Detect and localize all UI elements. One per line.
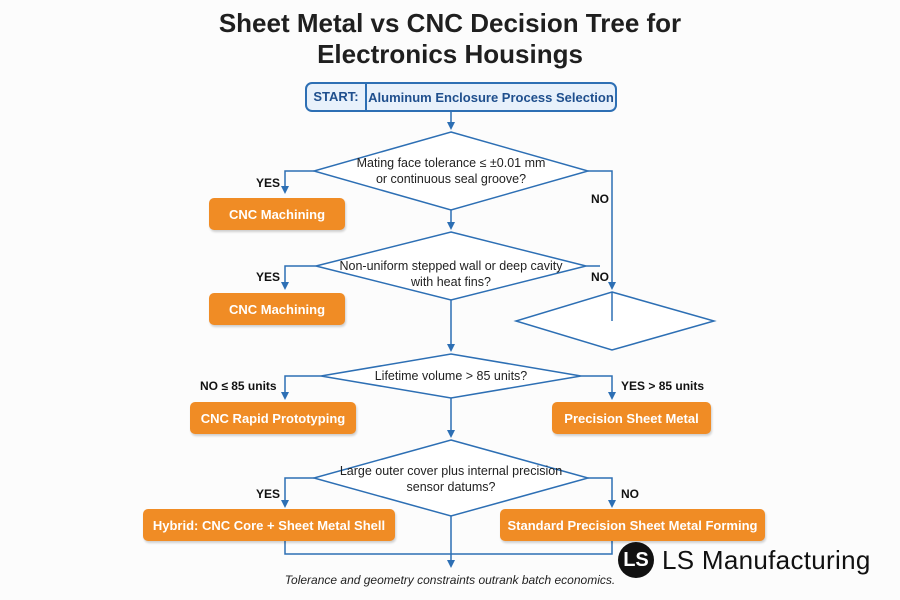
question-q3: Lifetime volume > 85 units? <box>331 368 571 384</box>
blank-decision-diamond <box>513 291 717 351</box>
branch-q3-no: NO ≤ 85 units <box>200 379 277 393</box>
question-q4-line1: Large outer cover plus internal precisio… <box>339 464 563 478</box>
branch-q4-yes: YES <box>256 487 281 501</box>
question-q1-line1: Mating face tolerance ≤ ±0.01 mm <box>356 156 546 170</box>
outcome-hybrid: Hybrid: CNC Core + Sheet Metal Shell <box>143 509 395 541</box>
branch-q1-no: NO <box>591 192 609 206</box>
outcome-precision-sheet-metal: Precision Sheet Metal <box>552 402 711 434</box>
outcome-cnc-machining-2: CNC Machining <box>209 293 345 325</box>
question-q4: Large outer cover plus internal precisio… <box>331 463 571 495</box>
connector-q4-no <box>588 477 616 508</box>
question-q2: Non-uniform stepped wall or deep cavity … <box>331 258 571 290</box>
connector-q3-no <box>281 375 321 400</box>
branch-q3-yes: YES > 85 units <box>621 379 705 393</box>
question-q1-line2: or continuous seal groove? <box>375 172 527 186</box>
outcome-cnc-rapid-prototyping: CNC Rapid Prototyping <box>190 402 356 434</box>
logo-text: LS Manufacturing <box>662 544 871 575</box>
connector-merge-left <box>284 541 451 555</box>
company-logo: LS LS Manufacturing <box>618 542 871 578</box>
outcome-standard-sheet-metal-forming: Standard Precision Sheet Metal Forming <box>500 509 765 541</box>
connector-merge-right <box>451 541 613 555</box>
branch-q2-yes: YES <box>256 270 281 284</box>
logo-icon: LS <box>618 542 654 578</box>
branch-q1-yes: YES <box>256 176 281 190</box>
question-q4-line2: sensor datums? <box>406 480 496 494</box>
connector-q1-yes <box>281 170 314 194</box>
start-label: START: <box>307 84 367 110</box>
connector-q2-yes <box>281 265 316 290</box>
footer-note: Tolerance and geometry constraints outra… <box>284 573 616 587</box>
outcome-cnc-machining-1: CNC Machining <box>209 198 345 230</box>
question-q2-line1: Non-uniform stepped wall or deep cavity <box>339 259 563 273</box>
branch-q2-no: NO <box>591 270 609 284</box>
start-node: START: Aluminum Enclosure Process Select… <box>305 82 617 112</box>
diagram-title-line1: Sheet Metal vs CNC Decision Tree for <box>218 8 682 38</box>
question-q3-line1: Lifetime volume > 85 units? <box>374 369 528 383</box>
start-text: Aluminum Enclosure Process Selection <box>368 89 614 105</box>
connector-q1-no <box>588 170 616 290</box>
question-q2-line2: with heat fins? <box>411 275 491 289</box>
connector-q3-yes <box>581 375 616 400</box>
diagram-title-line2: Electronics Housings <box>317 39 583 69</box>
branch-q4-no: NO <box>621 487 639 501</box>
connector-q4-yes <box>281 477 314 508</box>
question-q1: Mating face tolerance ≤ ±0.01 mm or cont… <box>331 155 571 187</box>
